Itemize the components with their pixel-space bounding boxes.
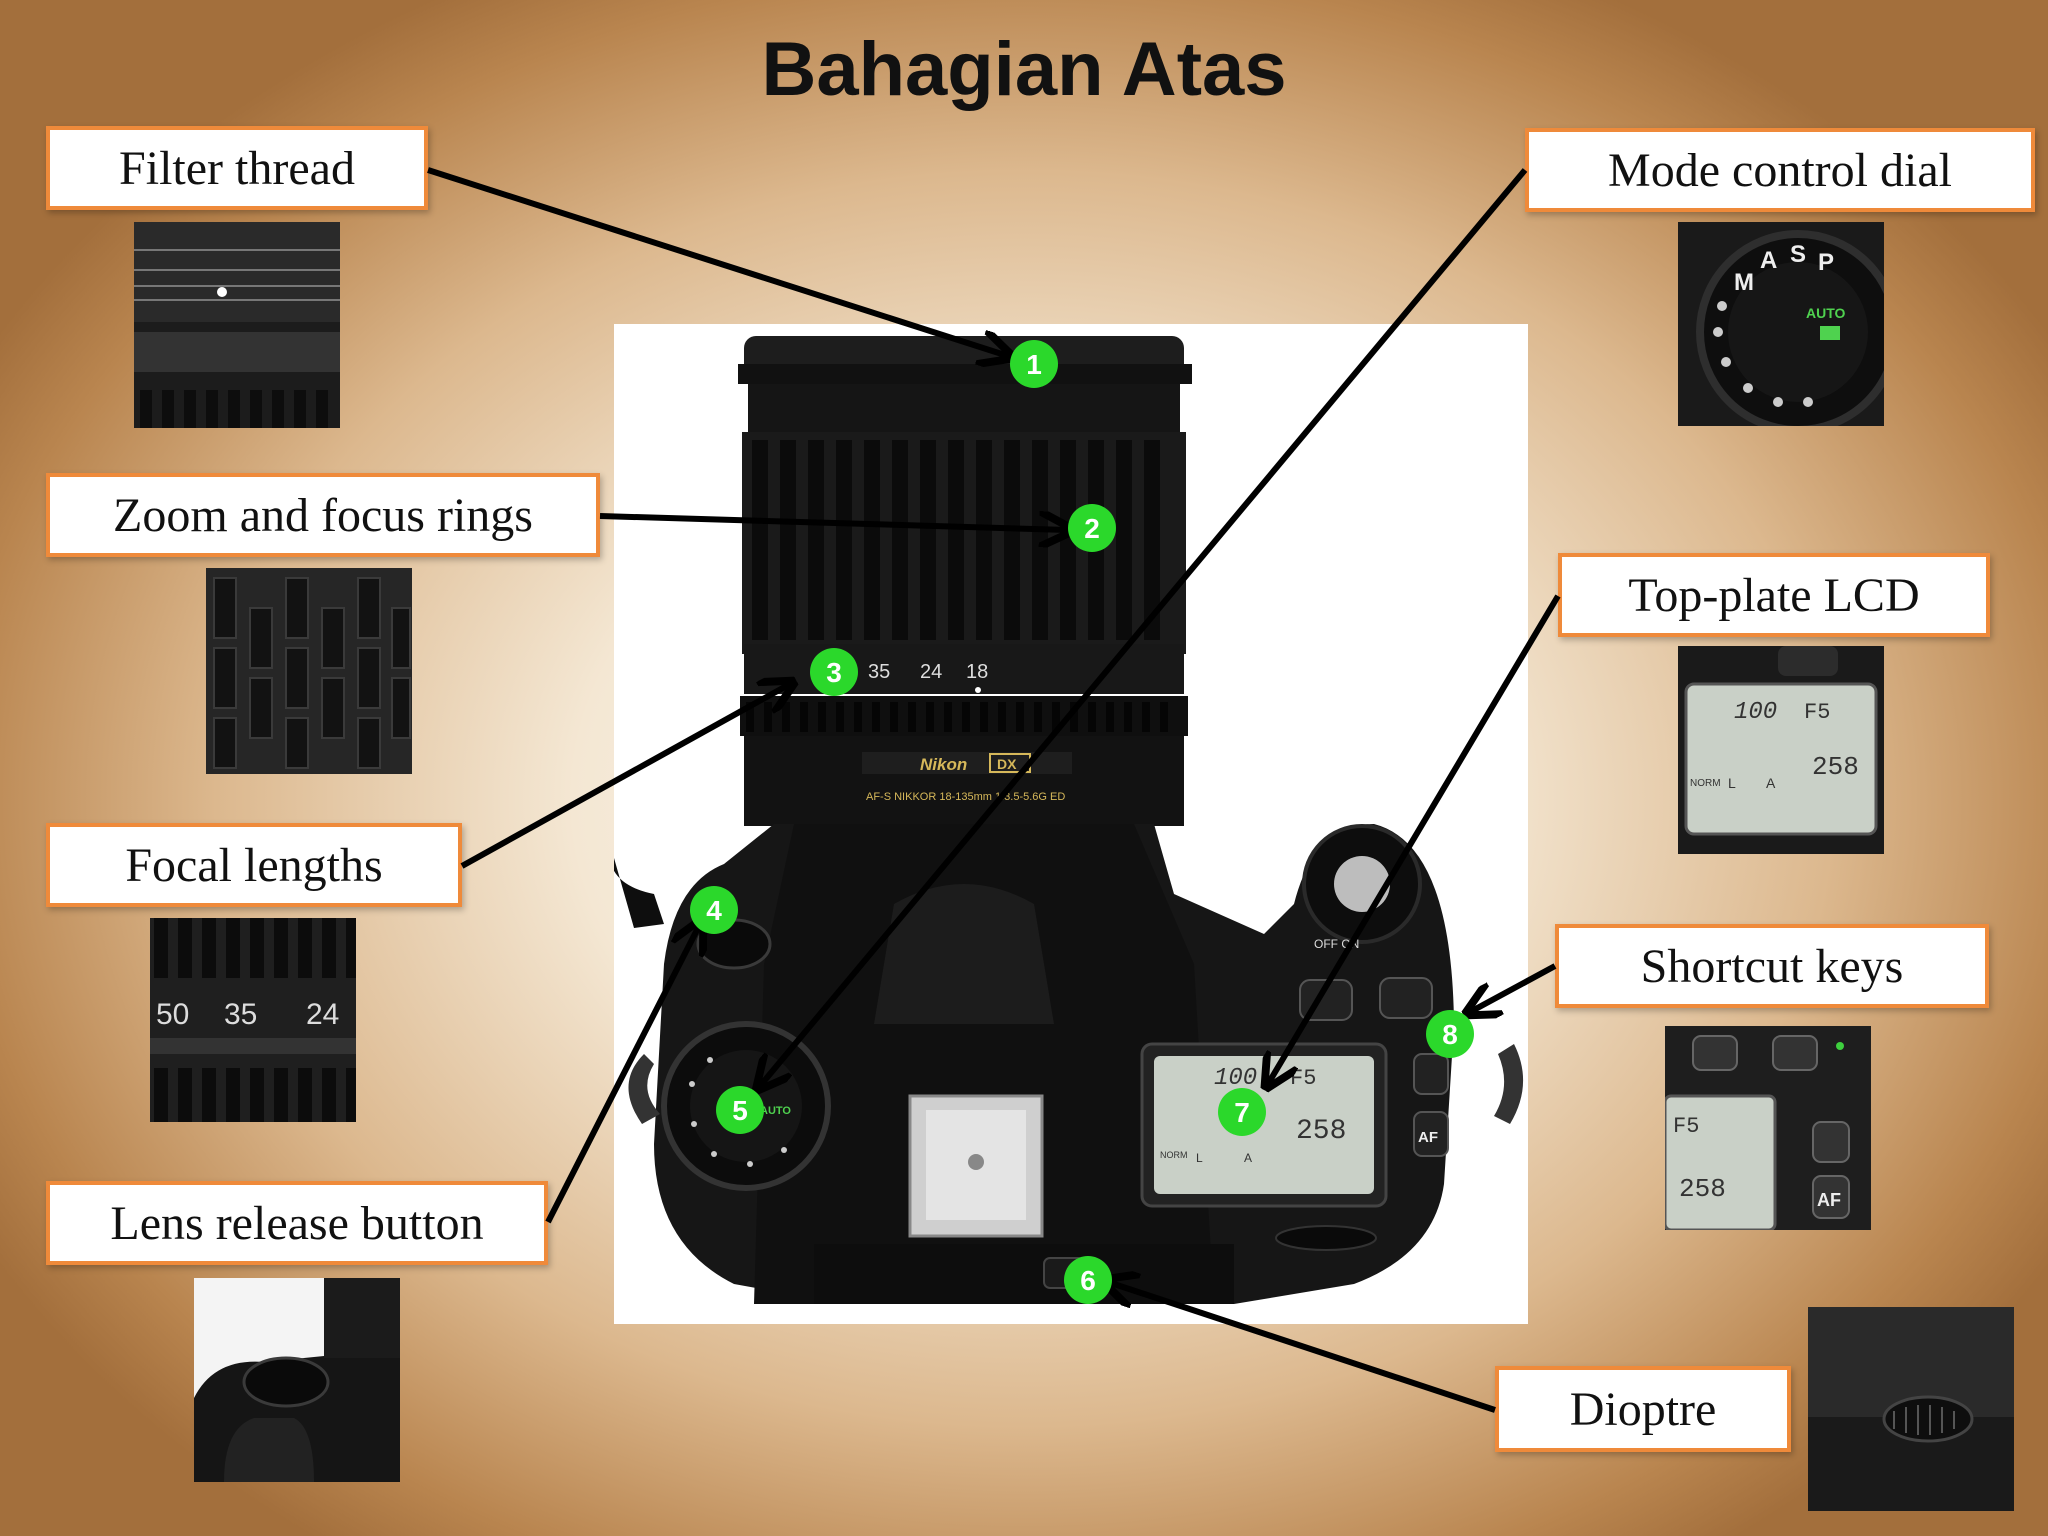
thumb-lcd-iso: 100	[1734, 699, 1777, 726]
thumb-lcd-aperture: F5	[1804, 700, 1830, 725]
thumb-lcd-a: A	[1766, 775, 1776, 791]
camera-af-button: AF	[1418, 1129, 1438, 1146]
thumb-shortcut-keys: F5 258 AF	[1665, 1026, 1871, 1230]
thumb-shortcut-count: 258	[1679, 1174, 1726, 1204]
thumb-focal-24: 24	[306, 998, 339, 1031]
thumb-focal-35: 35	[224, 998, 257, 1031]
label-filter-thread: Filter thread	[46, 126, 428, 210]
slide-title: Bahagian Atas	[761, 27, 1287, 112]
camera-lcd-a: A	[1244, 1151, 1252, 1165]
label-lens-release-text: Lens release button	[110, 1196, 484, 1250]
camera-power-switch: OFF ON	[1314, 937, 1359, 951]
thumb-mode-p: P	[1818, 249, 1834, 276]
camera-focal-35: 35	[868, 661, 890, 683]
thumb-mode-control-dial: M A S P AUTO	[1678, 222, 1884, 426]
thumb-lcd-norm: NORM	[1690, 778, 1721, 789]
thumb-focal-50: 50	[156, 998, 189, 1031]
thumb-zoom-focus-rings	[206, 568, 412, 774]
label-dioptre-text: Dioptre	[1569, 1382, 1717, 1436]
camera-lens-model: AF-S NIKKOR 18-135mm 1:3.5-5.6G ED	[866, 791, 1065, 803]
label-filter-thread-text: Filter thread	[119, 141, 355, 195]
label-zoom-focus-text: Zoom and focus rings	[113, 488, 533, 542]
thumb-shortcut-aperture: F5	[1673, 1114, 1699, 1139]
camera-auto-label: AUTO	[760, 1105, 791, 1117]
thumb-mode-s: S	[1790, 241, 1806, 268]
thumb-filter-thread	[134, 222, 340, 428]
thumb-dioptre	[1808, 1307, 2014, 1511]
label-mode-dial-text: Mode control dial	[1608, 143, 1952, 197]
label-top-plate-lcd: Top-plate LCD	[1558, 553, 1990, 637]
label-shortcut-keys: Shortcut keys	[1555, 924, 1989, 1008]
camera-focal-24: 24	[920, 661, 942, 683]
label-focal-lengths-text: Focal lengths	[125, 838, 383, 892]
camera-lcd-iso: 100	[1214, 1065, 1257, 1092]
camera-focal-18: 18	[966, 661, 988, 683]
camera-dx: DX	[997, 756, 1017, 772]
camera-photo: 35 24 18 Nikon DX AF-S NIKKOR 18-135mm 1…	[609, 324, 1528, 1324]
thumb-top-plate-lcd: 100 F5 258 NORM L A	[1678, 646, 1884, 854]
label-lens-release-button: Lens release button	[46, 1181, 548, 1265]
camera-lcd-count: 258	[1296, 1116, 1346, 1147]
thumb-lcd-count: 258	[1812, 752, 1859, 782]
camera-lcd-norm: NORM	[1160, 1150, 1188, 1160]
thumb-focal-lengths: 50 35 24	[150, 918, 356, 1122]
camera-lcd-aperture: F5	[1290, 1066, 1316, 1091]
label-focal-lengths: Focal lengths	[46, 823, 462, 907]
label-zoom-focus-rings: Zoom and focus rings	[46, 473, 600, 557]
thumb-shortcut-af: AF	[1817, 1190, 1841, 1210]
thumb-mode-auto: AUTO	[1806, 305, 1846, 321]
label-mode-control-dial: Mode control dial	[1525, 128, 2035, 212]
thumb-lens-release-button	[194, 1278, 400, 1482]
thumb-mode-a: A	[1760, 247, 1777, 274]
label-shortcut-keys-text: Shortcut keys	[1640, 939, 1904, 993]
camera-brand: Nikon	[920, 755, 967, 774]
label-top-lcd-text: Top-plate LCD	[1628, 568, 1920, 622]
thumb-mode-m: M	[1734, 269, 1754, 296]
thumb-lcd-l: L	[1728, 775, 1736, 791]
camera-lcd-l: L	[1196, 1151, 1203, 1165]
label-dioptre: Dioptre	[1495, 1366, 1791, 1452]
